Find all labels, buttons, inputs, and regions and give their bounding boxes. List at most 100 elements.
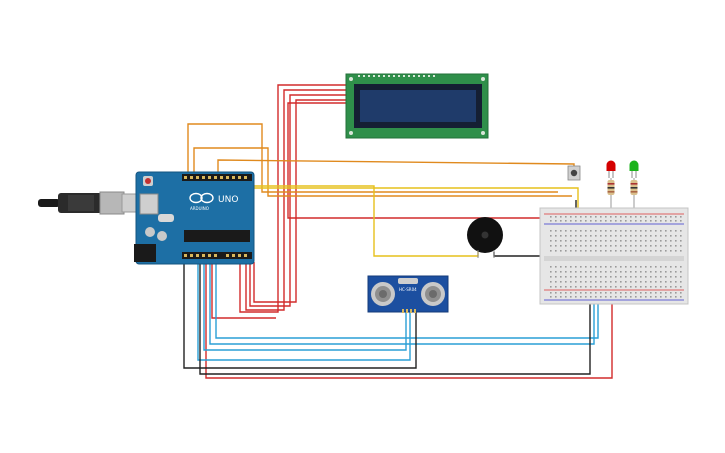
breadboard-hole: [625, 216, 627, 218]
breadboard-hole: [670, 230, 672, 232]
arduino-uno[interactable]: UNO ARDUINO: [134, 171, 255, 265]
breadboard-hole: [555, 240, 557, 242]
breadboard-hole: [580, 281, 582, 283]
breadboard-hole: [560, 240, 562, 242]
breadboard-hole: [605, 266, 607, 268]
pushbutton[interactable]: [567, 165, 581, 181]
wire-red-lcd-4[interactable]: [253, 99, 346, 303]
resistor-green-led[interactable]: [630, 178, 638, 214]
breadboard-hole: [575, 235, 577, 237]
breadboard-hole: [665, 271, 667, 273]
breadboard-hole: [645, 266, 647, 268]
breadboard-hole: [615, 281, 617, 283]
breadboard-hole: [600, 240, 602, 242]
ultrasonic-sensor[interactable]: HC-SR04: [367, 275, 449, 313]
breadboard-hole: [650, 250, 652, 252]
breadboard-hole: [590, 235, 592, 237]
breadboard-hole: [650, 266, 652, 268]
breadboard-hole: [610, 245, 612, 247]
breadboard-hole: [645, 250, 647, 252]
breadboard-hole: [665, 276, 667, 278]
breadboard-hole: [585, 250, 587, 252]
wire-blue-2[interactable]: [203, 262, 407, 351]
breadboard-hole: [640, 245, 642, 247]
breadboard-hole: [600, 245, 602, 247]
breadboard-hole: [550, 286, 552, 288]
breadboard-hole: [600, 286, 602, 288]
breadboard-hole: [625, 281, 627, 283]
wire-blue-3[interactable]: [209, 262, 595, 345]
red-led[interactable]: [606, 160, 616, 179]
breadboard-hole: [645, 281, 647, 283]
green-led[interactable]: [629, 160, 639, 179]
wire-black-1[interactable]: [183, 262, 417, 369]
wire-yellow-2[interactable]: [223, 180, 579, 210]
breadboard-hole: [590, 271, 592, 273]
breadboard-hole: [570, 230, 572, 232]
breadboard-hole: [555, 296, 557, 298]
breadboard-hole: [595, 240, 597, 242]
breadboard-hole: [635, 230, 637, 232]
breadboard-hole: [590, 250, 592, 252]
breadboard-hole: [660, 216, 662, 218]
breadboard-hole: [605, 271, 607, 273]
wire-orange-2[interactable]: [193, 147, 572, 197]
breadboard-hole: [550, 240, 552, 242]
breadboard-hole: [610, 292, 612, 294]
breadboard-hole: [580, 245, 582, 247]
breadboard-hole: [570, 220, 572, 222]
arduino-model-label: UNO: [218, 195, 238, 205]
breadboard-hole: [640, 286, 642, 288]
breadboard-hole: [605, 220, 607, 222]
breadboard-hole: [630, 296, 632, 298]
breadboard-hole: [625, 266, 627, 268]
breadboard-hole: [655, 276, 657, 278]
wire-orange-1[interactable]: [187, 123, 558, 193]
breadboard-hole: [635, 235, 637, 237]
breadboard-hole: [590, 281, 592, 283]
breadboard-hole: [575, 276, 577, 278]
wire-blue-1[interactable]: [197, 262, 411, 361]
breadboard-hole: [640, 230, 642, 232]
wire-black-2[interactable]: [199, 262, 591, 375]
breadboard-hole: [575, 266, 577, 268]
breadboard-hole: [630, 250, 632, 252]
breadboard-hole: [670, 281, 672, 283]
breadboard-hole: [610, 250, 612, 252]
breadboard-hole: [595, 266, 597, 268]
breadboard-hole: [680, 266, 682, 268]
breadboard-hole: [660, 220, 662, 222]
breadboard-hole: [630, 276, 632, 278]
breadboard-hole: [610, 271, 612, 273]
wire-orange-3[interactable]: [217, 159, 575, 178]
breadboard-hole: [650, 245, 652, 247]
breadboard-hole: [640, 276, 642, 278]
wire-red-lcd-3[interactable]: [249, 94, 346, 307]
wire-blue-4[interactable]: [215, 262, 599, 339]
breadboard-hole: [585, 271, 587, 273]
breadboard-hole: [605, 286, 607, 288]
breadboard-hole: [630, 235, 632, 237]
wire-red-lcd-2[interactable]: [245, 89, 346, 311]
breadboard-hole: [555, 245, 557, 247]
breadboard-hole: [620, 266, 622, 268]
breadboard-hole: [640, 220, 642, 222]
wire-red-lcd-1[interactable]: [239, 84, 346, 313]
lcd-display[interactable]: [345, 73, 489, 139]
breadboard-hole: [675, 245, 677, 247]
breadboard-hole: [675, 230, 677, 232]
piezo-buzzer[interactable]: [467, 217, 503, 258]
breadboard-hole: [575, 281, 577, 283]
wire-red-rail[interactable]: [211, 262, 276, 319]
breadboard-hole: [620, 245, 622, 247]
breadboard-hole: [580, 216, 582, 218]
breadboard-hole: [660, 240, 662, 242]
breadboard-hole: [605, 230, 607, 232]
breadboard-hole: [585, 245, 587, 247]
wire-red-led[interactable]: [205, 262, 613, 379]
breadboard-hole: [640, 281, 642, 283]
breadboard-hole: [575, 292, 577, 294]
breadboard[interactable]: [539, 207, 689, 305]
breadboard-hole: [590, 296, 592, 298]
breadboard-hole: [600, 296, 602, 298]
